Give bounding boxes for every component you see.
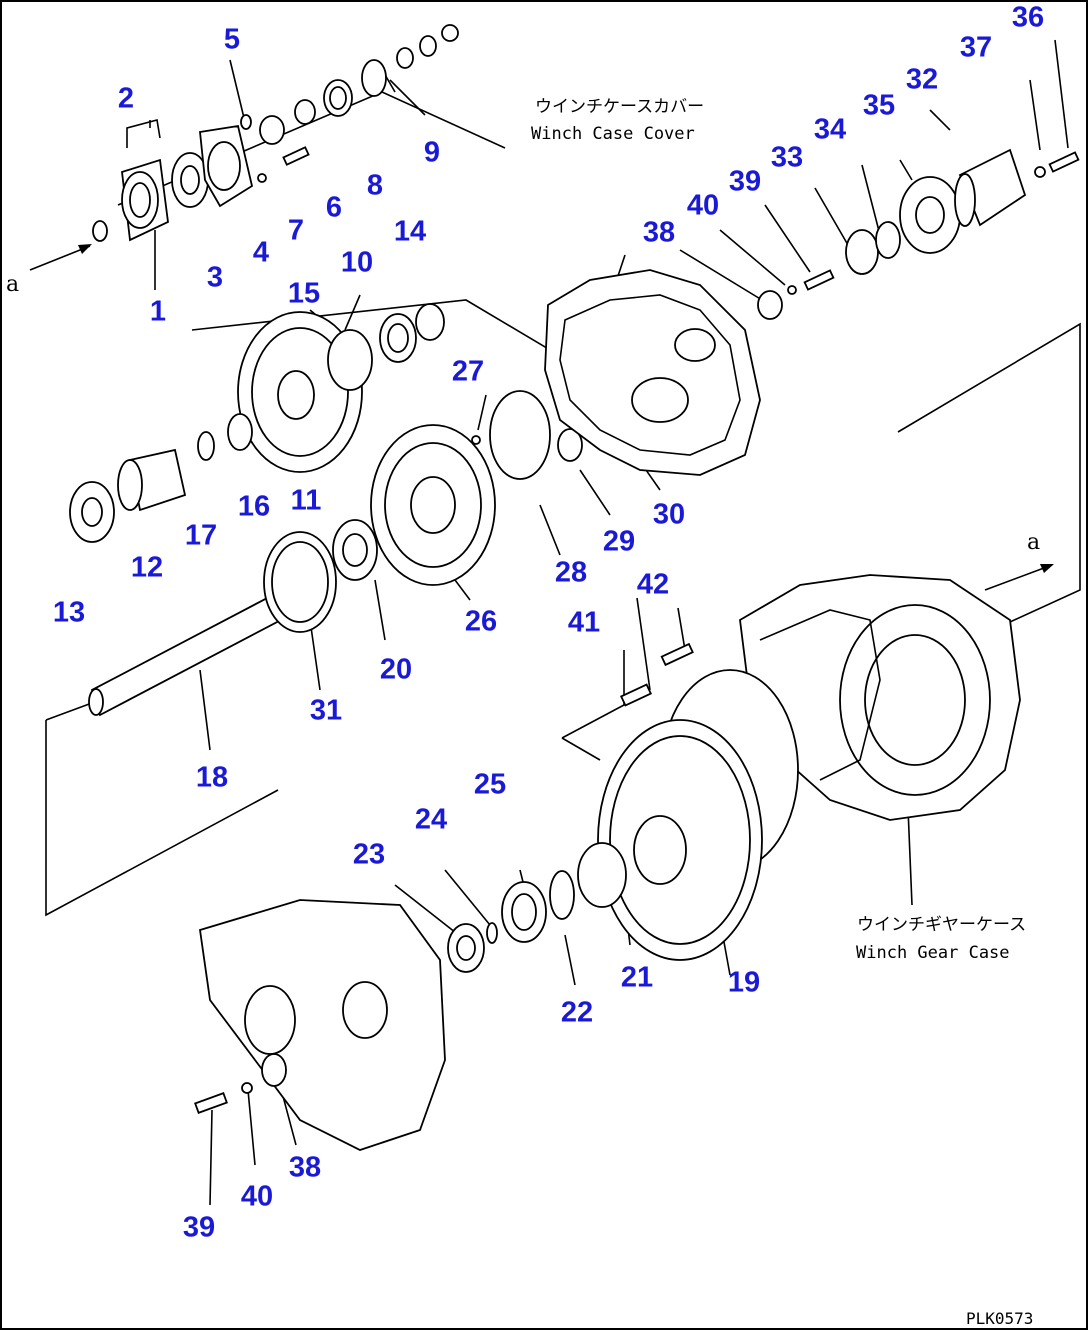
callout-14: 14 bbox=[393, 215, 427, 248]
part-washer-40-lower bbox=[241, 1082, 253, 1094]
callout-38-top: 38 bbox=[642, 216, 676, 249]
callout-36: 36 bbox=[1011, 1, 1045, 34]
part-gasket-28 bbox=[489, 390, 551, 480]
callout-7: 7 bbox=[287, 214, 305, 247]
callout-37: 37 bbox=[959, 31, 993, 64]
part-bolt-36 bbox=[1048, 151, 1080, 173]
callout-34: 34 bbox=[813, 113, 847, 146]
part-hub-21 bbox=[577, 842, 627, 908]
callout-40-bottom: 40 bbox=[240, 1180, 274, 1213]
part-bolt-39 bbox=[803, 269, 835, 291]
parts-right-top bbox=[757, 148, 1080, 320]
part-bracket-41 bbox=[620, 683, 652, 707]
callout-4: 4 bbox=[252, 236, 270, 269]
callout-9: 9 bbox=[423, 136, 441, 169]
part-bolt-6 bbox=[282, 146, 310, 166]
callout-19: 19 bbox=[727, 966, 761, 999]
part-ring-17 bbox=[197, 431, 215, 461]
callout-11: 11 bbox=[290, 484, 322, 517]
label-gear-case-en: Winch Gear Case bbox=[856, 943, 1010, 963]
callout-38-bottom: 38 bbox=[288, 1151, 322, 1184]
part-drum-19 bbox=[597, 669, 799, 961]
callout-27: 27 bbox=[451, 355, 485, 388]
callout-35: 35 bbox=[862, 89, 896, 122]
callout-23: 23 bbox=[352, 838, 386, 871]
callout-32: 32 bbox=[905, 63, 939, 96]
part-winch-gear-case bbox=[739, 574, 1021, 821]
callout-15: 15 bbox=[287, 277, 321, 310]
callout-40-top: 40 bbox=[686, 189, 720, 222]
part-pin-7 bbox=[257, 173, 267, 183]
part-bolt-39-lower bbox=[194, 1092, 228, 1114]
part-oring-33 bbox=[845, 229, 879, 275]
label-case-cover-en: Winch Case Cover bbox=[531, 124, 695, 144]
callout-20: 20 bbox=[379, 653, 413, 686]
callout-5: 5 bbox=[223, 23, 241, 56]
part-plate-29 bbox=[557, 428, 583, 462]
callout-1: 1 bbox=[149, 295, 167, 328]
callout-6: 6 bbox=[325, 191, 343, 224]
parts-lower bbox=[447, 642, 694, 973]
callout-30: 30 bbox=[652, 498, 686, 531]
label-case-cover-jp: ウインチケースカバー bbox=[535, 97, 705, 117]
parts-gears bbox=[69, 303, 634, 586]
part-washer-9 bbox=[361, 59, 387, 97]
part-ring-24 bbox=[486, 922, 498, 944]
part-washer-40 bbox=[787, 285, 797, 295]
part-oring-34 bbox=[875, 221, 901, 259]
callout-21: 21 bbox=[620, 961, 654, 994]
callout-12: 12 bbox=[130, 551, 164, 584]
part-bolt-42 bbox=[660, 642, 694, 667]
callout-2: 2 bbox=[117, 82, 135, 115]
callout-16: 16 bbox=[237, 490, 271, 523]
callout-41: 41 bbox=[567, 606, 601, 639]
part-washer-37 bbox=[1034, 166, 1046, 178]
part-nut-14 bbox=[415, 303, 445, 341]
callout-25: 25 bbox=[473, 768, 507, 801]
part-shaft-18 bbox=[88, 531, 337, 717]
drawing-code: PLK0573 bbox=[966, 1309, 1034, 1328]
arrow-label-a-right: a bbox=[1027, 530, 1041, 555]
part-pin-27 bbox=[471, 435, 481, 445]
callout-26: 26 bbox=[464, 605, 498, 638]
part-ring-22 bbox=[549, 870, 575, 920]
callout-8: 8 bbox=[366, 169, 384, 202]
part-seal bbox=[92, 220, 108, 242]
label-gear-case-jp: ウインチギヤーケース bbox=[857, 915, 1027, 935]
callout-33: 33 bbox=[770, 141, 804, 174]
arrow-left bbox=[29, 244, 92, 271]
part-ring-15 bbox=[327, 329, 373, 391]
callout-10: 10 bbox=[340, 246, 374, 279]
callout-3: 3 bbox=[206, 261, 224, 294]
part-plug-38 bbox=[757, 290, 783, 320]
callout-39-bottom: 39 bbox=[182, 1211, 216, 1244]
part-lower-case bbox=[194, 899, 446, 1151]
callout-17: 17 bbox=[184, 519, 218, 552]
callout-42: 42 bbox=[636, 568, 670, 601]
part-nut-5 bbox=[240, 114, 252, 130]
leader-lines bbox=[126, 39, 1069, 1206]
callout-29: 29 bbox=[602, 525, 636, 558]
arrow-label-a-left: a bbox=[6, 272, 20, 297]
callout-31: 31 bbox=[309, 694, 343, 727]
parts-top bbox=[92, 24, 459, 242]
arrow-right bbox=[984, 564, 1054, 591]
callout-13: 13 bbox=[52, 596, 86, 629]
callout-28: 28 bbox=[554, 556, 588, 589]
part-bearing-16 bbox=[227, 413, 253, 451]
part-plug-38-lower bbox=[261, 1053, 287, 1087]
callout-39-top: 39 bbox=[728, 165, 762, 198]
part-winch-case-cover bbox=[544, 269, 761, 476]
callout-24: 24 bbox=[414, 803, 448, 836]
callout-18: 18 bbox=[195, 761, 229, 794]
callout-22: 22 bbox=[560, 996, 594, 1029]
